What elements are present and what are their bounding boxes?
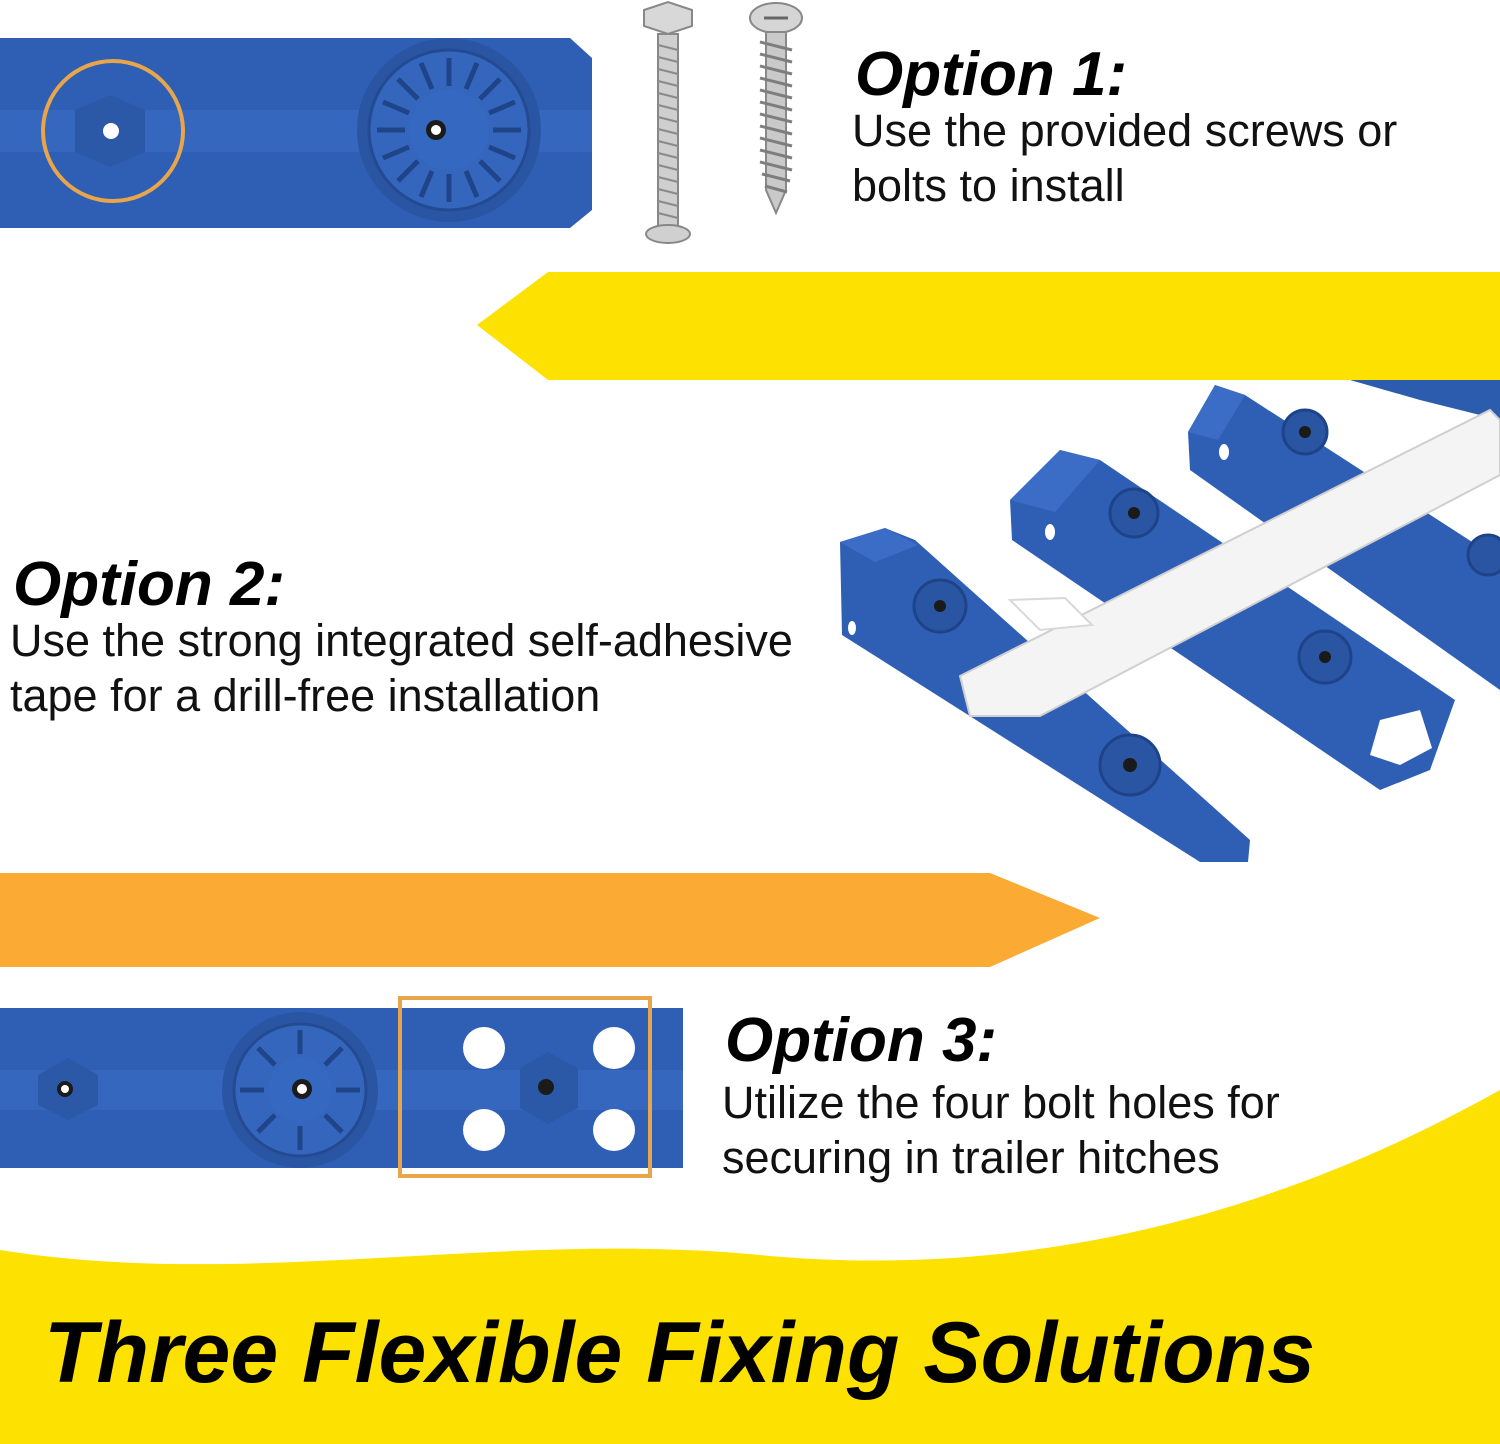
washer-ribs <box>377 58 521 202</box>
option-1-description: Use the provided screws or bolts to inst… <box>852 104 1397 214</box>
option-3-description: Utilize the four bolt holes for securing… <box>722 1076 1280 1186</box>
option-1-line-2: bolts to install <box>852 159 1125 211</box>
option-3-line-2: securing in trailer hitches <box>722 1131 1220 1183</box>
machine-bolt-icon <box>643 0 693 244</box>
option-2-description: Use the strong integrated self-adhesive … <box>10 614 793 724</box>
headline: Three Flexible Fixing Solutions <box>44 1305 1316 1401</box>
option-3-title: Option 3: <box>725 1006 998 1075</box>
option-2-line-2: tape for a drill-free installation <box>10 669 601 721</box>
yellow-arrow-banner <box>477 272 1500 380</box>
option-2-title: Option 2: <box>13 550 286 619</box>
rack-arm-2 <box>1010 450 1455 790</box>
adhesive-tape-strip <box>958 408 1500 717</box>
option-2-line-1: Use the strong integrated self-adhesive <box>10 615 793 666</box>
option-3-line-1: Utilize the four bolt holes for <box>722 1077 1280 1128</box>
highlight-box <box>398 996 652 1178</box>
highlight-circle <box>41 59 185 203</box>
option-1-title: Option 1: <box>855 40 1128 109</box>
yellow-wave-footer <box>0 1090 1500 1444</box>
rack-arm-back <box>1350 380 1500 420</box>
wood-screw-icon <box>749 2 803 216</box>
option-1-line-1: Use the provided screws or <box>852 105 1398 156</box>
orange-arrow-banner <box>0 873 1100 967</box>
